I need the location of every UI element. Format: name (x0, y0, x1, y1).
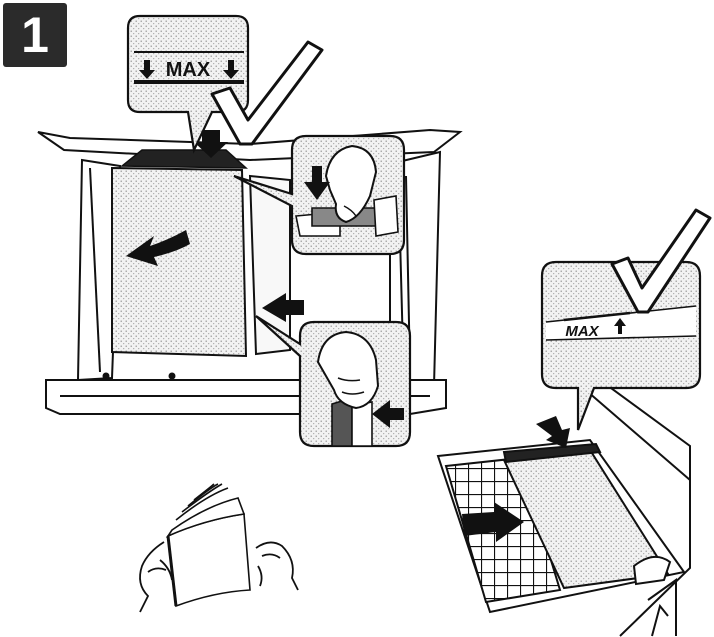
hand-icon (256, 542, 298, 590)
bypass-tray (438, 380, 690, 636)
bypass-max-callout: MAX (542, 262, 700, 430)
hand-icon (140, 542, 172, 612)
max-fill-line-callout: MAX (128, 16, 248, 150)
fanning-paper-stack (168, 484, 250, 606)
max-label: MAX (166, 59, 211, 81)
max-label: MAX (565, 323, 599, 340)
